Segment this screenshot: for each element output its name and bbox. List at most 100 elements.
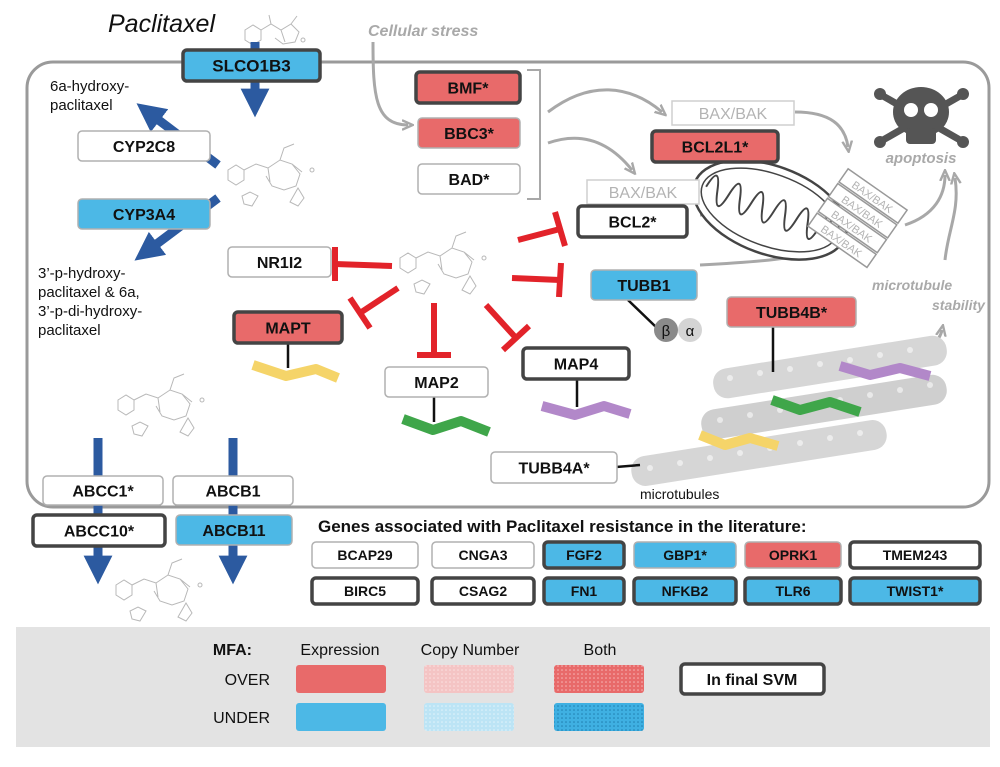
metabolite2-line3: 3’-p-di-hydroxy- [38, 303, 142, 320]
mapt-squiggle [251, 360, 340, 383]
alpha-label: α [686, 323, 695, 340]
metabolite2-line4: paclitaxel [38, 322, 101, 339]
microtubule-stability-label-2: stability [932, 297, 986, 313]
skull-crossbones-icon [874, 87, 969, 148]
bcl2-box-rect [576, 204, 689, 239]
abcc1-box-rect [42, 475, 164, 506]
metabolite1-line1: 6a-hydroxy- [50, 78, 129, 95]
legend-col-both: Both [584, 642, 617, 659]
cyp2c8-box: CYP2C8 [77, 130, 211, 162]
stress-arrow [371, 41, 408, 125]
lit-row2-1-label: CSAG2 [459, 583, 507, 599]
slco1b3-box: SLCO1B3 [181, 48, 322, 83]
microtubule-green-squiggle [770, 395, 862, 417]
legend-col-expression: Expression [300, 642, 379, 659]
abcc10-box-rect [31, 513, 167, 548]
lit-row1-3-label: GBP1* [663, 547, 707, 563]
lit-row1-2: FGF2 [542, 540, 626, 570]
literature-title: Genes associated with Paclitaxel resista… [318, 517, 806, 536]
bbc3-box-rect [417, 117, 521, 149]
map4-squiggle [540, 401, 632, 420]
lit-row2-1: CSAG2 [430, 576, 536, 606]
legend-row-under: UNDER [213, 710, 270, 727]
protein-squiggles [251, 360, 932, 451]
cyp3a4-box-rect [77, 198, 211, 230]
cyp3a4-box: CYP3A4 [77, 198, 211, 230]
map2-box-label: MAP2 [414, 375, 459, 392]
map2-box: MAP2 [384, 366, 489, 398]
lit-row1-3: GBP1* [633, 541, 737, 569]
mapt-box: MAPT [232, 310, 344, 345]
tubb1-box-rect [590, 269, 698, 301]
abcb11-box: ABCB11 [175, 514, 293, 546]
lit-row1-0-label: BCAP29 [337, 547, 392, 563]
map4-box: MAP4 [521, 346, 631, 381]
inhibit-map4 [483, 302, 519, 341]
tubb1-box: TUBB1 [590, 269, 698, 301]
tubb4b-box: TUBB4B* [726, 296, 857, 328]
inhibit-mapt [358, 285, 400, 316]
microtubule-purple-squiggle [838, 361, 932, 381]
inhibit-tubb1-bar [556, 262, 564, 298]
bh3-to-bax-arrow-2 [547, 136, 632, 170]
legend-swatch-over-copy-number [424, 665, 514, 693]
abcc1-box: ABCC1* [42, 475, 164, 506]
apoptosis-label: apoptosis [886, 150, 957, 167]
inhibit-tubb1 [511, 275, 561, 283]
microtubules-label: microtubules [640, 486, 719, 502]
cyp3a4-box-label: CYP3A4 [113, 207, 175, 224]
map4-box-label: MAP4 [554, 356, 599, 373]
metabolite2-line1: 3’-p-hydroxy- [38, 265, 126, 282]
legend-swatch-under-copy-number [424, 703, 514, 731]
lit-row1-5: TMEM243 [848, 540, 982, 570]
lit-row1-0-rect [311, 541, 419, 569]
lit-row1-0: BCAP29 [311, 541, 419, 569]
stability-to-apoptosis-arrow [943, 178, 956, 261]
bmf-box: BMF* [414, 70, 522, 105]
inhibit-mapt-bar [347, 296, 373, 330]
bbc3-box: BBC3* [417, 117, 521, 149]
tubb4a-box-rect [490, 451, 618, 484]
lit-row1-1: CNGA3 [431, 541, 535, 569]
lit-row1-5-rect [848, 540, 982, 570]
tubb4a-box-label: TUBB4A* [518, 460, 590, 477]
legend-swatch-over-expression [296, 665, 386, 693]
cyp2c8-box-label: CYP2C8 [113, 139, 175, 156]
lit-row2-5-rect [848, 576, 982, 606]
tubb4b-box-rect [726, 296, 857, 328]
map2-squiggle [401, 414, 491, 437]
bcl2l1-box: BCL2L1* [650, 129, 780, 164]
inhibit-bcl2-bar [552, 211, 568, 247]
bcl2-box-label: BCL2* [608, 214, 657, 231]
lit-row1-4: OPRK1 [744, 541, 842, 569]
metabolite2-line2: paclitaxel & 6a, [38, 284, 140, 301]
bcl2l1-box-label: BCL2L1* [682, 139, 749, 156]
nr1i2-box-rect [227, 246, 332, 278]
cyp2c8-box-rect [77, 130, 211, 162]
lit-row1-3-rect [633, 541, 737, 569]
lit-row2-4-rect [743, 576, 843, 606]
lit-row2-0-label: BIRC5 [344, 583, 386, 599]
nr1i2-box: NR1I2 [227, 246, 332, 278]
lit-row2-3-label: NFKB2 [662, 583, 709, 599]
map4-box-rect [521, 346, 631, 381]
lit-row2-2: FN1 [542, 576, 626, 606]
inhibit-bcl2 [517, 226, 561, 243]
lit-row2-3: NFKB2 [632, 576, 738, 606]
bax-bak-label-top: BAX/BAK [699, 106, 768, 123]
mapt-box-rect [232, 310, 344, 345]
metabolite1-line2: paclitaxel [50, 97, 113, 114]
lit-row2-2-rect [542, 576, 626, 606]
bbc3-box-label: BBC3* [444, 126, 495, 143]
drug-title: Paclitaxel [108, 10, 216, 38]
legend-row-over: OVER [225, 672, 270, 689]
inhibit-map4-bar [500, 323, 532, 353]
bh3-to-bax-arrow-1 [547, 88, 662, 112]
legend-swatch-under-both [554, 703, 644, 731]
bad-box: BAD* [417, 163, 521, 195]
lit-row1-4-rect [744, 541, 842, 569]
abcb1-box-label: ABCB1 [205, 483, 260, 500]
lit-row2-5-label: TWIST1* [887, 583, 944, 599]
bmf-box-label: BMF* [448, 80, 490, 97]
